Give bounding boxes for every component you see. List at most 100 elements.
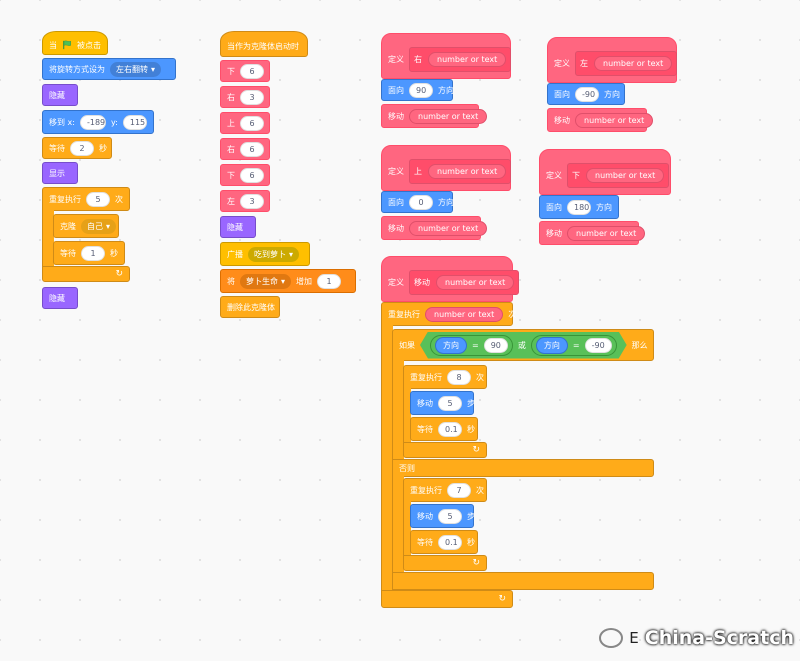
if-else-block[interactable]: 如果 方向 = 90 或 方向 = -90 那么 xyxy=(392,329,654,361)
create-clone-block[interactable]: 克隆 自己▾ xyxy=(53,214,119,238)
call-input[interactable]: 3 xyxy=(240,193,264,209)
call-input[interactable]: 6 xyxy=(240,167,264,183)
call-right-block-2[interactable]: 右 6 xyxy=(220,138,270,160)
equals-operator-2[interactable]: 方向 = -90 xyxy=(531,335,617,356)
param-reporter[interactable]: number or text xyxy=(409,220,488,236)
call-down-block[interactable]: 下 6 xyxy=(220,60,270,82)
move-input[interactable]: 5 xyxy=(438,395,462,411)
param-reporter[interactable]: number or text xyxy=(428,51,507,67)
call-input[interactable]: 3 xyxy=(240,89,264,105)
outer-repeat-block[interactable]: 重复执行 number or text 次 xyxy=(381,302,516,326)
change-by-label: 增加 xyxy=(296,276,313,286)
define-left-hat[interactable]: 定义 左 number or text xyxy=(547,37,678,83)
call-down-block-2[interactable]: 下 6 xyxy=(220,164,270,186)
when-flag-clicked-block[interactable]: 当 被点击 xyxy=(42,31,108,55)
inner-wait-block[interactable]: 等待 1 秒 xyxy=(53,241,125,265)
repeat-label: 重复执行 xyxy=(410,485,442,495)
param-reporter[interactable]: number or text xyxy=(436,274,515,290)
call-up-block[interactable]: 上 6 xyxy=(220,112,270,134)
inner-repeat-1-block[interactable]: 重复执行 8 次 xyxy=(403,365,487,389)
repeat-block[interactable]: 重复执行 5 次 xyxy=(42,187,130,211)
prototype-left: 左 number or text xyxy=(575,50,678,76)
direction-input[interactable]: -90 xyxy=(575,86,599,102)
wait-input[interactable]: 0.1 xyxy=(438,421,462,437)
when-start-as-clone-block[interactable]: 当作为克隆体启动时 xyxy=(220,31,308,57)
goto-x-input[interactable]: -189 xyxy=(79,114,107,130)
broadcast-block[interactable]: 广播 吃到萝卜▾ xyxy=(220,242,310,266)
change-value-input[interactable]: 1 xyxy=(317,273,342,289)
define-right-hat[interactable]: 定义 右 number or text xyxy=(381,33,512,79)
broadcast-dropdown[interactable]: 吃到萝卜▾ xyxy=(248,246,300,262)
wait-block[interactable]: 等待 0.1 秒 xyxy=(410,530,478,554)
wait-unit: 秒 xyxy=(99,143,107,153)
or-operator[interactable]: 方向 = 90 或 方向 = -90 xyxy=(420,332,627,359)
wait-unit: 秒 xyxy=(467,424,475,434)
goto-y-input[interactable]: 115 xyxy=(122,114,147,130)
move-label: 移动 xyxy=(417,398,433,408)
move-input[interactable]: 5 xyxy=(438,508,462,524)
repeat-input[interactable]: 5 xyxy=(86,191,110,207)
delete-clone-block[interactable]: 删除此克隆体 xyxy=(220,296,280,318)
call-name: 左 xyxy=(227,196,235,206)
variable-dropdown[interactable]: 萝卜生命▾ xyxy=(240,273,292,289)
move-steps-block[interactable]: 移动 5 步 xyxy=(410,391,475,415)
equals-input[interactable]: 90 xyxy=(484,338,508,353)
define-down-hat[interactable]: 定义 下 number or text xyxy=(539,149,671,195)
call-input[interactable]: 6 xyxy=(240,63,264,79)
inner-wait-input[interactable]: 1 xyxy=(81,245,105,261)
repeat-input[interactable]: 8 xyxy=(447,369,471,385)
wait-block[interactable]: 等待 2 秒 xyxy=(42,137,112,159)
call-input[interactable]: 6 xyxy=(240,115,264,131)
param-reporter[interactable]: number or text xyxy=(594,55,673,71)
equals-input[interactable]: -90 xyxy=(585,338,612,353)
point-direction-block[interactable]: 面向 0 方向 xyxy=(381,191,454,213)
show-block[interactable]: 显示 xyxy=(42,162,78,184)
direction-input[interactable]: 90 xyxy=(409,82,433,98)
param-reporter[interactable]: number or text xyxy=(586,167,665,183)
goto-xy-block[interactable]: 移到 x: -189 y: 115 xyxy=(42,110,154,134)
param-reporter[interactable]: number or text xyxy=(428,163,507,179)
call-left-block[interactable]: 左 3 xyxy=(220,190,270,212)
wait-input[interactable]: 0.1 xyxy=(438,534,462,550)
define-up-hat[interactable]: 定义 上 number or text xyxy=(381,145,512,191)
repeat-input[interactable]: 7 xyxy=(447,482,471,498)
direction-input[interactable]: 180 xyxy=(567,199,591,215)
call-input[interactable]: 6 xyxy=(240,141,264,157)
call-move-block[interactable]: 移动 number or text xyxy=(381,104,488,128)
loop-arrow-icon: ↻ xyxy=(472,558,480,568)
rotation-style-dropdown[interactable]: 左右翻转▾ xyxy=(110,61,162,77)
wait-block[interactable]: 等待 0.1 秒 xyxy=(410,417,478,441)
point-label: 面向 xyxy=(546,202,562,212)
inner-repeat-2-block[interactable]: 重复执行 7 次 xyxy=(403,478,487,502)
call-move-block[interactable]: 移动 number or text xyxy=(539,221,646,245)
call-right-block[interactable]: 右 3 xyxy=(220,86,270,108)
direction-reporter[interactable]: 方向 xyxy=(536,337,568,354)
hide-block[interactable]: 隐藏 xyxy=(42,84,78,106)
move-steps-block[interactable]: 移动 5 步 xyxy=(410,504,475,528)
clone-target-dropdown[interactable]: 自己▾ xyxy=(81,218,117,234)
hide-block-3[interactable]: 隐藏 xyxy=(220,216,256,238)
hide2-label: 隐藏 xyxy=(49,293,65,303)
call-move-block[interactable]: 移动 number or text xyxy=(381,216,488,240)
inner-wait-unit: 秒 xyxy=(110,248,118,258)
define-move-hat[interactable]: 定义 移动 number or text xyxy=(381,256,520,302)
show-label: 显示 xyxy=(49,168,65,178)
hide-block-2[interactable]: 隐藏 xyxy=(42,287,78,309)
broadcast-label: 广播 xyxy=(227,249,243,259)
param-reporter[interactable]: number or text xyxy=(567,225,646,241)
call-move-block[interactable]: 移动 number or text xyxy=(547,108,654,132)
direction-reporter[interactable]: 方向 xyxy=(435,337,467,354)
equals-operator-1[interactable]: 方向 = 90 xyxy=(430,335,513,356)
set-rotation-style-block[interactable]: 将旋转方式设为 左右翻转▾ xyxy=(42,58,176,80)
direction-input[interactable]: 0 xyxy=(409,194,433,210)
param-reporter[interactable]: number or text xyxy=(575,112,654,128)
point-direction-block[interactable]: 面向 -90 方向 xyxy=(547,83,625,105)
change-variable-block[interactable]: 将 萝卜生命▾ 增加 1 xyxy=(220,269,356,293)
param-reporter[interactable]: number or text xyxy=(409,108,488,124)
repeat-unit: 次 xyxy=(476,372,484,382)
point-direction-block[interactable]: 面向 180 方向 xyxy=(539,195,619,219)
wait-input[interactable]: 2 xyxy=(70,140,94,156)
point-direction-block[interactable]: 面向 90 方向 xyxy=(381,79,454,101)
param-reporter[interactable]: number or text xyxy=(425,306,504,322)
move-call-label: 移动 xyxy=(388,111,404,121)
